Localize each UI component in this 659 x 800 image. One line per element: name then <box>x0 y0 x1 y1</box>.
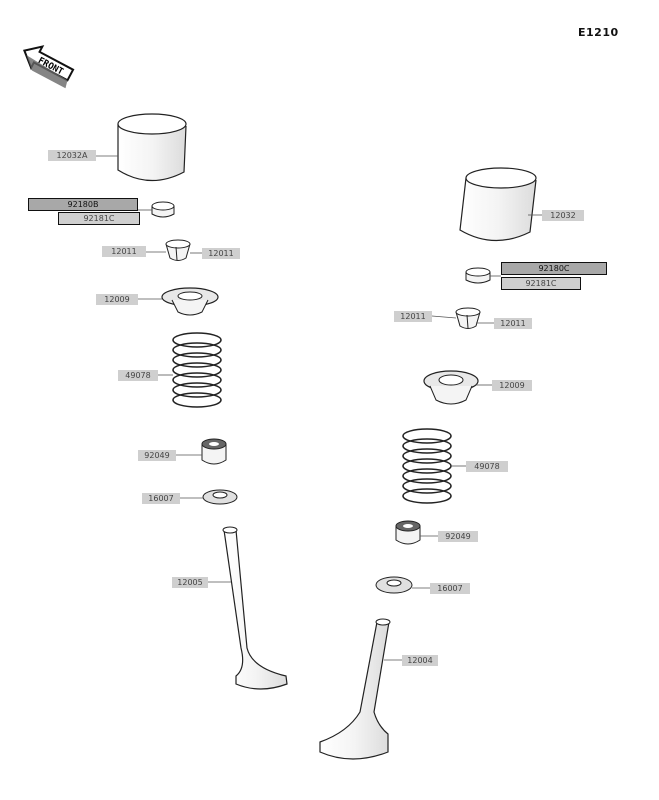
front-arrow-icon: FRONT <box>23 45 75 89</box>
intake-seal <box>176 438 227 465</box>
label-intake-keeper-right: 12011 <box>202 248 240 259</box>
intake-retainer <box>138 287 219 316</box>
exhaust-keepers <box>431 307 494 329</box>
exhaust-seat <box>375 576 430 594</box>
label-exhaust-shim-a: 92180C <box>501 262 607 275</box>
label-exhaust-keeper-left: 12011 <box>394 311 432 322</box>
label-intake-keeper-left: 12011 <box>102 246 146 257</box>
exhaust-shim <box>465 267 501 284</box>
intake-tappet <box>96 113 187 182</box>
label-intake-shim-b: 92181C <box>58 212 140 225</box>
diagram-code: E1210 <box>578 26 619 39</box>
label-intake-valve: 12005 <box>172 577 208 588</box>
label-exhaust-valve: 12004 <box>402 655 438 666</box>
label-intake-retainer: 12009 <box>96 294 138 305</box>
label-intake-tappet: 12032A <box>48 150 96 161</box>
intake-spring <box>158 332 222 408</box>
exhaust-valve <box>319 618 402 760</box>
exhaust-spring <box>402 428 466 504</box>
label-exhaust-keeper-right: 12011 <box>494 318 532 329</box>
exhaust-seal <box>395 520 438 545</box>
label-exhaust-seat: 16007 <box>430 583 470 594</box>
exhaust-retainer <box>423 370 492 405</box>
intake-shim <box>138 201 175 218</box>
label-exhaust-shim-b: 92181C <box>501 277 581 290</box>
label-exhaust-retainer: 12009 <box>492 380 532 391</box>
label-intake-shim-a: 92180B <box>28 198 138 211</box>
label-intake-seal: 92049 <box>138 450 176 461</box>
label-intake-spring: 49078 <box>118 370 158 381</box>
intake-valve <box>208 526 288 690</box>
label-exhaust-spring: 49078 <box>466 461 508 472</box>
label-intake-seat: 16007 <box>142 493 180 504</box>
label-exhaust-tappet: 12032 <box>542 210 584 221</box>
label-exhaust-seal: 92049 <box>438 531 478 542</box>
exhaust-tappet <box>459 167 542 242</box>
intake-seat <box>180 489 238 505</box>
intake-keepers <box>146 239 202 261</box>
